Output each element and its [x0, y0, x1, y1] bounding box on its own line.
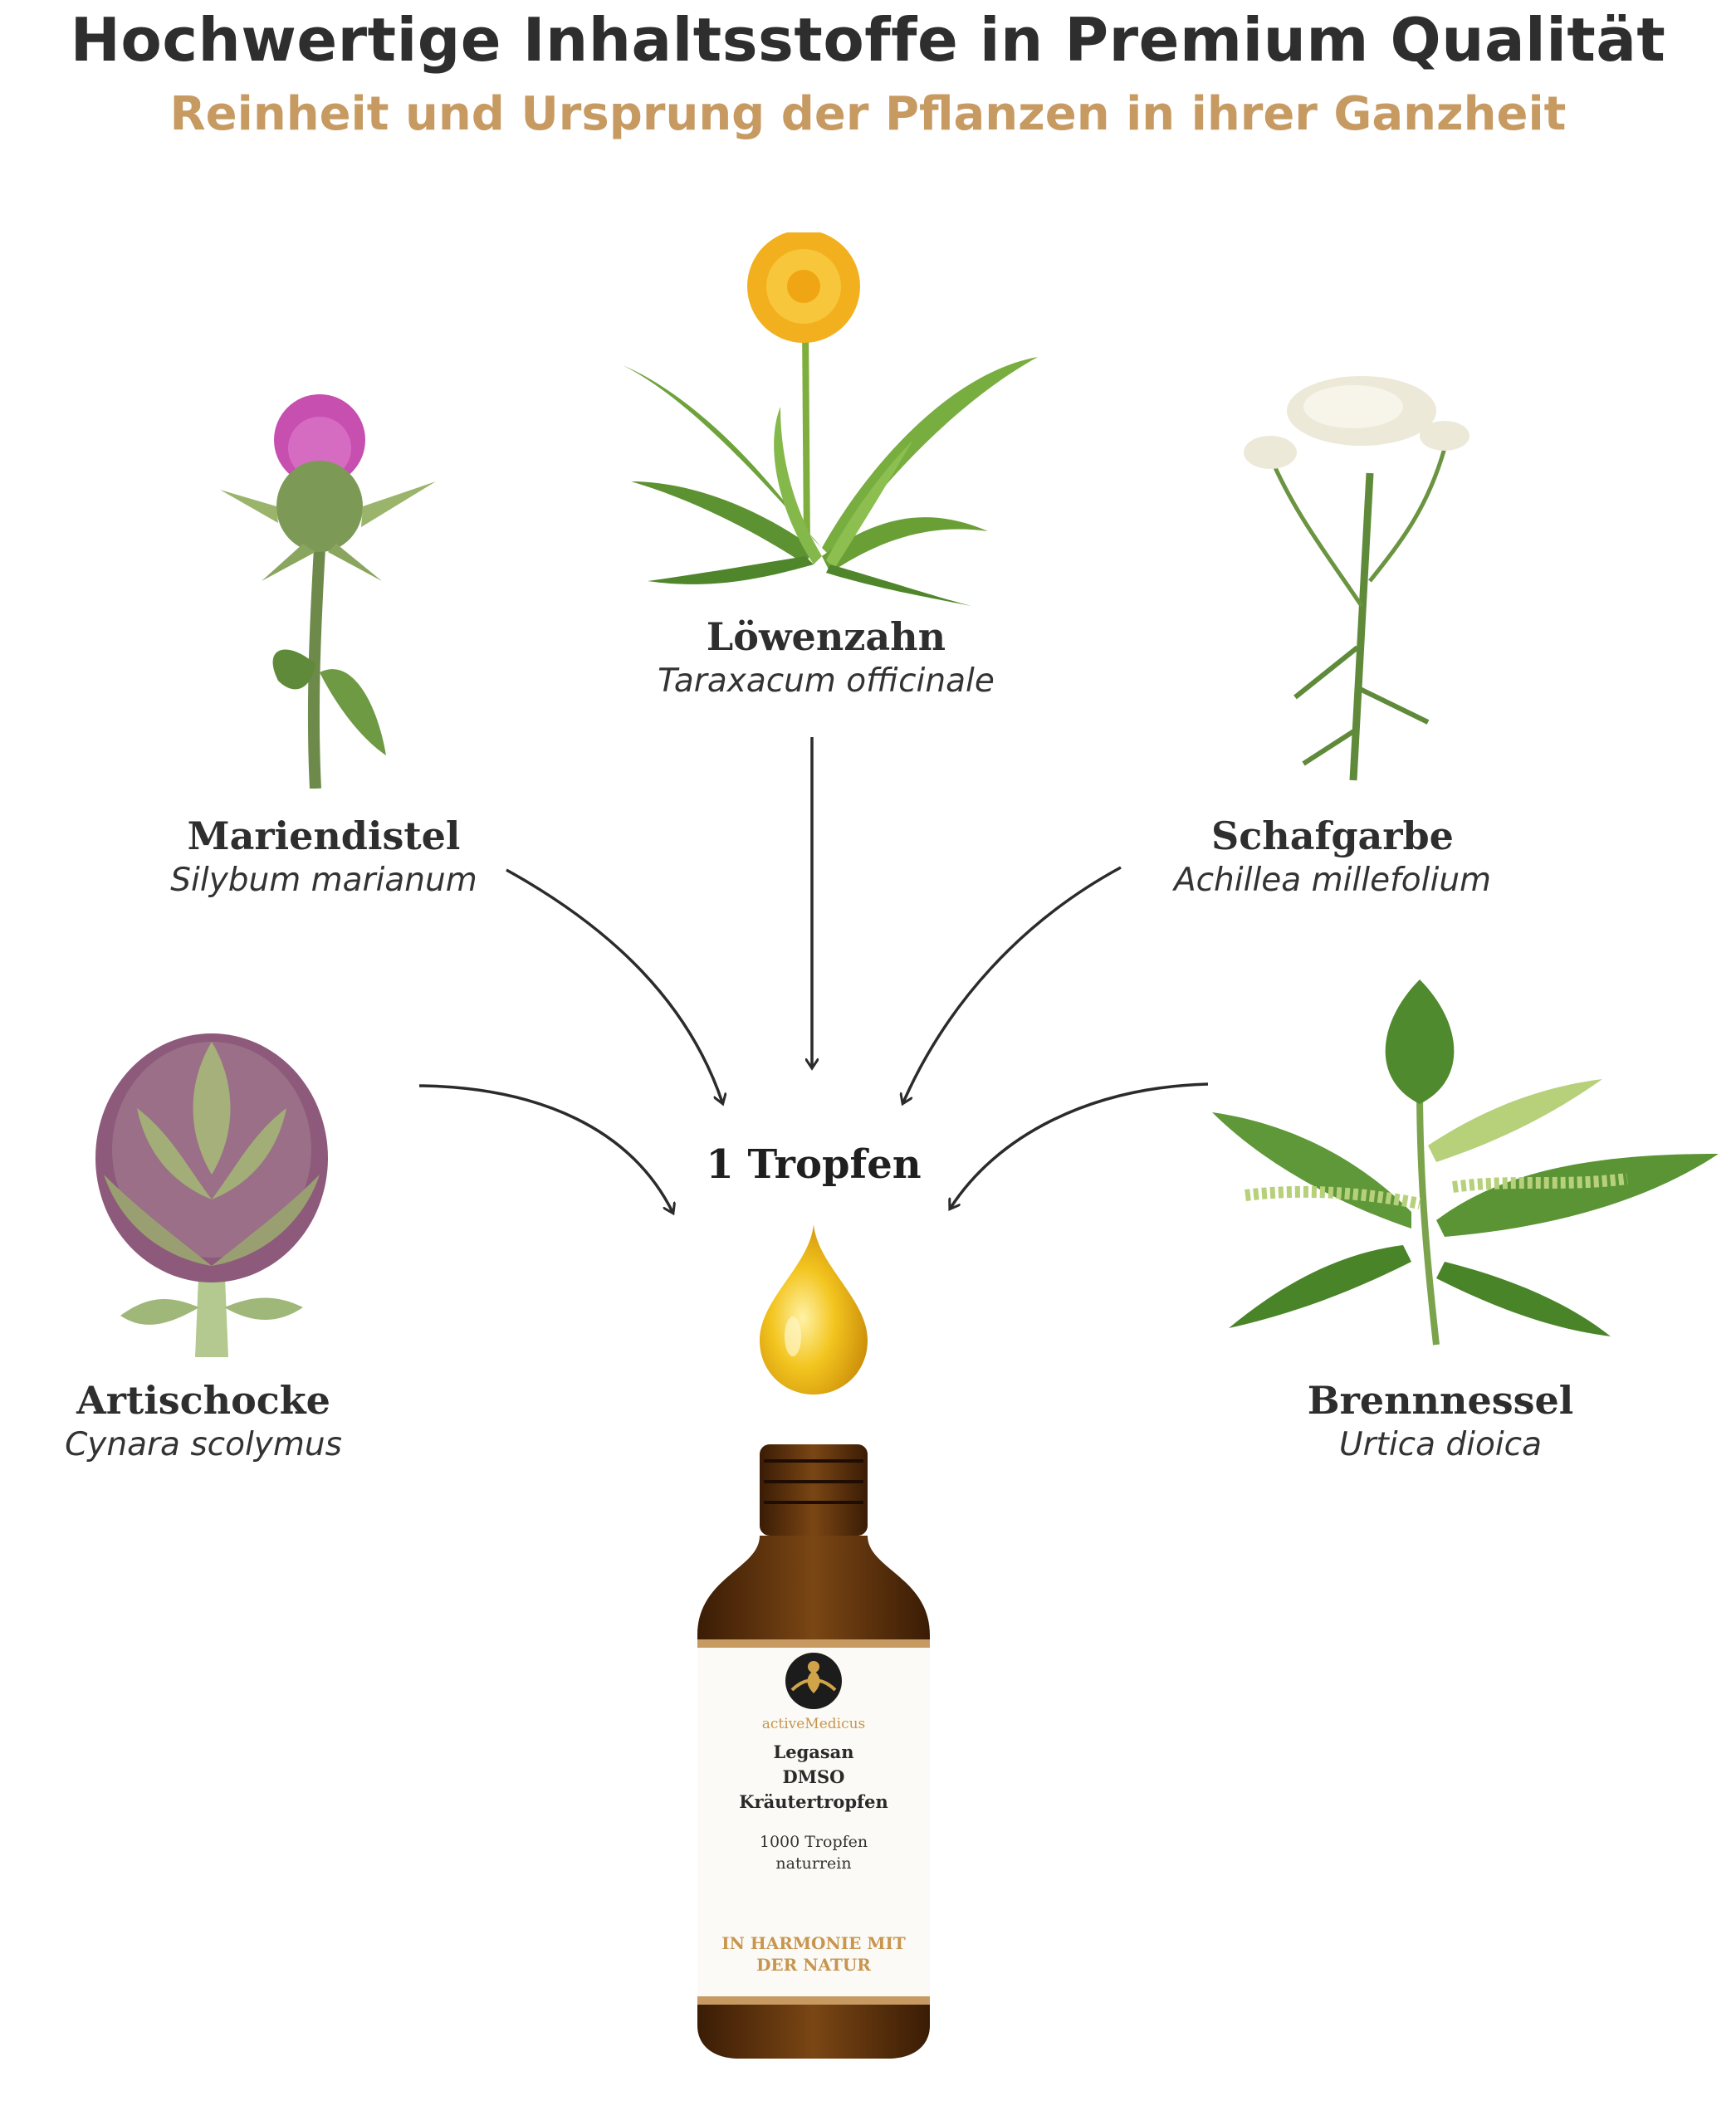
milk-thistle-illustration: [220, 394, 436, 789]
plant-name: Artischocke: [76, 1378, 330, 1423]
brand-logo-icon: [785, 1653, 842, 1709]
oil-drop-icon: [760, 1224, 868, 1395]
plant-latin-name: Achillea millefolium: [1173, 862, 1492, 899]
arrow-schafgarbe: [903, 866, 1122, 1102]
product-bottle: activeMedicus Legasan DMSO Kräutertropfe…: [697, 1444, 930, 2059]
product-claim-line2: DER NATUR: [756, 1955, 871, 1975]
plant-label-brennnessel: Brennnessel Urtica dioica: [1225, 1378, 1656, 1463]
arrow-brennnessel: [951, 1082, 1209, 1208]
plant-latin-name: Silybum marianum: [170, 862, 477, 899]
yarrow-illustration: [1244, 376, 1469, 781]
product-name-line1: Legasan: [773, 1742, 853, 1762]
product-claim-line1: IN HARMONIE MIT: [721, 1933, 906, 1953]
bottle-neck: [760, 1444, 868, 1536]
drop-label: 1 Tropfen: [706, 1141, 922, 1188]
plant-name: Brennnessel: [1307, 1378, 1574, 1423]
artichoke-illustration: [95, 1033, 328, 1357]
arrow-artischocke: [418, 1084, 672, 1212]
product-name-line2: DMSO: [783, 1766, 845, 1787]
plant-latin-name: Cynara scolymus: [65, 1426, 342, 1463]
plant-name: Schafgarbe: [1211, 813, 1454, 858]
plant-label-mariendistel: Mariendistel Silybum marianum: [108, 813, 540, 899]
arrow-mariendistel: [506, 868, 722, 1102]
plant-label-artischocke: Artischocke Cynara scolymus: [0, 1378, 419, 1463]
plant-latin-name: Urtica dioica: [1338, 1426, 1543, 1463]
page-title: Hochwertige Inhaltsstoffe in Premium Qua…: [70, 5, 1666, 75]
plant-name: Löwenzahn: [706, 614, 946, 659]
page-subtitle: Reinheit und Ursprung der Pflanzen in ih…: [169, 87, 1567, 141]
product-quantity: 1000 Tropfen: [760, 1833, 868, 1851]
product-purity: naturrein: [775, 1854, 851, 1873]
nettle-illustration: [1212, 979, 1719, 1346]
product-name-line3: Kräutertropfen: [739, 1791, 888, 1812]
brand-name: activeMedicus: [762, 1716, 866, 1732]
plant-latin-name: Taraxacum officinale: [658, 662, 995, 700]
plant-label-loewenzahn: Löwenzahn Taraxacum officinale: [610, 614, 1042, 700]
plant-label-schafgarbe: Schafgarbe Achillea millefolium: [1117, 813, 1548, 899]
plant-name: Mariendistel: [187, 813, 461, 858]
dandelion-illustration: [623, 232, 1038, 606]
